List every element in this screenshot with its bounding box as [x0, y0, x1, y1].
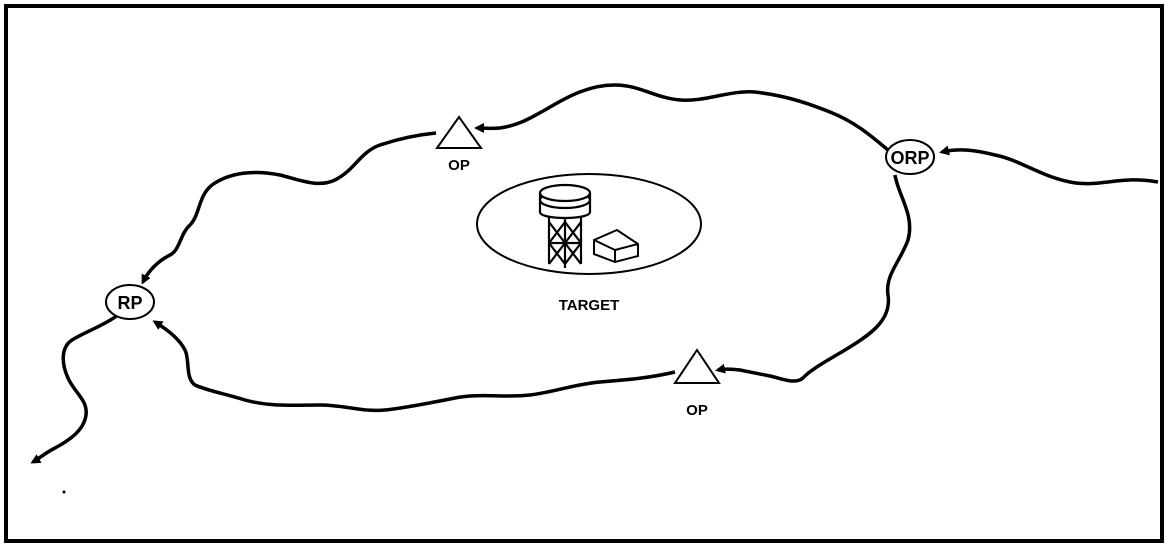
route-orp-to-top-op — [474, 83, 890, 152]
building-icon — [593, 228, 639, 264]
rp-label: RP — [117, 293, 142, 313]
rally-point-oval-icon — [885, 139, 935, 175]
op-top-label: OP — [448, 157, 470, 174]
route-orp-to-bottom-op — [715, 174, 912, 383]
observation-point-triangle-icon — [435, 115, 483, 149]
orp-marker: ORP — [885, 139, 935, 175]
diagram-frame — [4, 4, 1164, 543]
route-bottom-op-to-rp — [152, 320, 676, 413]
route-rp-exit — [30, 313, 120, 464]
stray-dot — [62, 490, 66, 494]
orp-label: ORP — [890, 148, 929, 168]
water-tower-icon — [538, 183, 592, 268]
route-approach-to-orp — [939, 145, 1159, 186]
route-top-op-to-rp — [141, 131, 437, 285]
rally-point-oval-icon — [105, 284, 155, 320]
op-top-marker: OP — [435, 115, 483, 174]
target-area: TARGET — [476, 173, 702, 314]
rp-marker: RP — [105, 284, 155, 320]
op-bottom-label: OP — [686, 402, 708, 419]
target-ellipse — [476, 173, 702, 275]
target-label: TARGET — [559, 297, 620, 314]
observation-point-triangle-icon — [673, 348, 721, 384]
op-bottom-marker: OP — [673, 348, 721, 419]
